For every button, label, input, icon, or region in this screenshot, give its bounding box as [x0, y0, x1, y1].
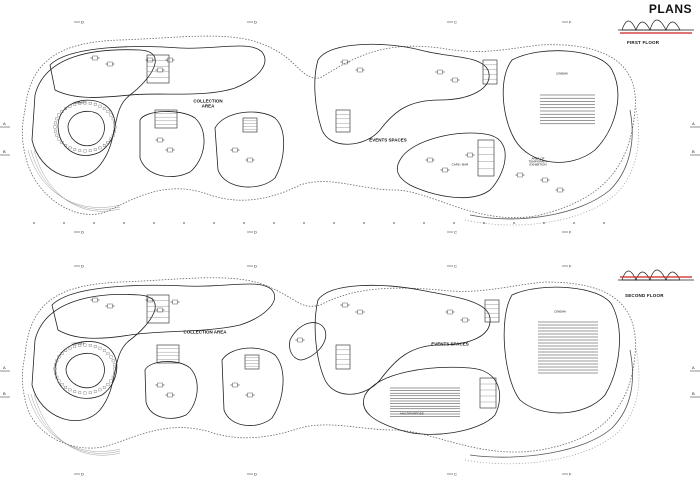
key-plan-first-floor: [618, 19, 694, 34]
ff-cafe-label: CAFE / BAR: [451, 162, 469, 167]
svg-text:D: D: [254, 264, 257, 269]
svg-text:C: C: [454, 20, 457, 25]
svg-text:B: B: [3, 149, 6, 154]
ff-cinema-label: CINEMA: [556, 71, 568, 76]
svg-text:C: C: [454, 472, 457, 477]
svg-text:D: D: [254, 472, 257, 477]
svg-text:A: A: [692, 121, 695, 126]
first-floor-label: FIRST FLOOR: [627, 40, 660, 45]
svg-text:F: F: [569, 20, 572, 25]
svg-text:D: D: [81, 264, 84, 269]
svg-text:D: D: [81, 230, 84, 235]
svg-text:D: D: [81, 20, 84, 25]
second-floor-plan: [21, 277, 640, 465]
svg-text:B: B: [3, 391, 6, 396]
grid-markers: D D D D C C F F D D D D C C F F A A B B A A B B: [0, 20, 700, 477]
svg-text:B: B: [692, 149, 695, 154]
sf-cinema-label: CINEMA: [554, 309, 566, 314]
svg-text:B: B: [692, 391, 695, 396]
sf-collection-area-label: COLLECTION AREA: [183, 329, 227, 335]
ff-library-label: LIBRARY: [73, 100, 87, 105]
sf-multipurpose-label: MULTIPURPOSE: [400, 411, 424, 416]
svg-text:A: A: [3, 365, 6, 370]
svg-text:D: D: [254, 20, 257, 25]
sheet-title: PLANS: [648, 2, 692, 16]
svg-text:A: A: [3, 121, 6, 126]
svg-text:F: F: [569, 264, 572, 269]
detail-lines: [27, 54, 598, 456]
second-floor-label: SECOND FLOOR: [625, 293, 664, 298]
svg-text:F: F: [569, 472, 572, 477]
svg-text:C: C: [454, 264, 457, 269]
ff-events-spaces-label: EVENTS SPACES: [369, 137, 407, 143]
first-floor-plan: [21, 35, 639, 226]
svg-text:F: F: [569, 230, 572, 235]
svg-text:A: A: [692, 365, 695, 370]
svg-text:D: D: [81, 472, 84, 477]
key-plan-second-floor: [618, 269, 694, 281]
svg-text:C: C: [454, 230, 457, 235]
sf-events-spaces-label: EVENTS SPACES: [431, 341, 469, 347]
svg-text:D: D: [254, 230, 257, 235]
sf-library-label: LIBRARY: [71, 341, 85, 346]
